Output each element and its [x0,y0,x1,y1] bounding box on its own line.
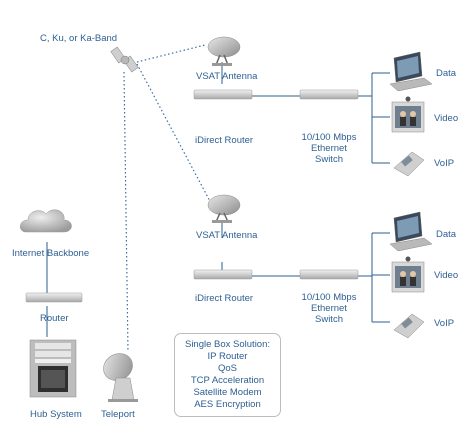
device-label-data: Data [436,229,457,240]
idirect-router-icon [193,89,253,100]
device-label-voip: VoIP [434,318,455,329]
idirect-router-label: iDirect Router [195,293,254,304]
ethernet-switch-icon [299,269,359,280]
single-box-solution-panel: Single Box Solution: IP Router QoS TCP A… [174,333,281,417]
hub-system-label: Hub System [30,409,82,420]
idirect-router-icon [193,269,253,280]
vsat-antenna-icon [207,194,241,223]
hub-system-icon [29,339,77,398]
device-label-video: Video [434,270,459,281]
vsat-antenna-icon [207,36,241,66]
satellite-icon [110,46,139,73]
video-conference-icon [391,256,425,293]
satellite-links [123,44,213,353]
solution-item: QoS [217,363,237,374]
idirect-router-label: iDirect Router [195,135,254,146]
solution-item: AES Encryption [194,399,261,410]
laptop-icon [389,211,433,252]
solution-item: TCP Acceleration [190,375,265,386]
device-label-video: Video [434,113,459,124]
router-icon [25,292,83,303]
ethernet-switch-icon [299,89,359,100]
switch-label-line2: Ethernet [311,303,347,314]
teleport-label: Teleport [101,409,135,420]
switch-label-line3: Switch [315,154,343,165]
switch-label-line2: Ethernet [311,143,347,154]
satellite-label: C, Ku, or Ka-Band [40,33,118,44]
laptop-icon [389,51,433,92]
vsat-antenna-label: VSAT Antenna [196,230,258,241]
switch-label-line1: 10/100 Mbps [301,132,357,143]
network-links [46,62,390,337]
router-label: Router [40,313,69,324]
voip-phone-icon [393,313,425,339]
teleport-dish-icon [103,353,138,402]
video-conference-icon [391,96,425,133]
switch-label-line1: 10/100 Mbps [301,292,357,303]
internet-backbone-label: Internet Backbone [12,248,90,259]
device-label-voip: VoIP [434,158,455,169]
vsat-antenna-label: VSAT Antenna [196,71,258,82]
solution-title: Single Box Solution: [184,339,271,350]
switch-label-line3: Switch [315,314,343,325]
solution-item: IP Router [207,351,248,362]
internet-cloud-icon [20,209,72,233]
voip-phone-icon [393,151,425,177]
solution-item: Satellite Modem [193,387,262,398]
device-label-data: Data [436,68,457,79]
